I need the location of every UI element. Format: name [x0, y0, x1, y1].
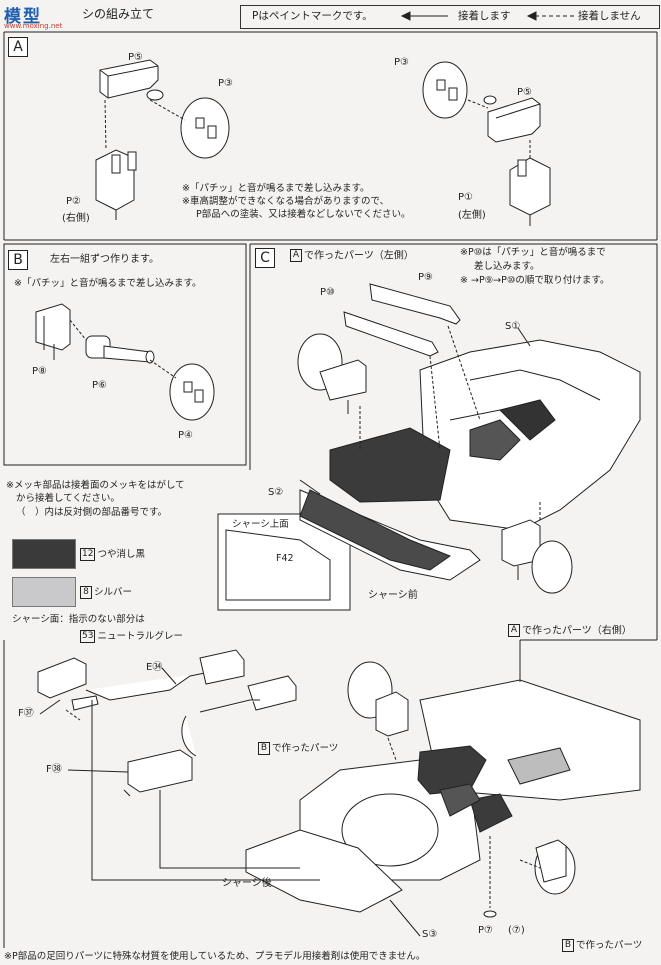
label-p2: P② — [66, 196, 81, 207]
label-s2: S② — [268, 487, 284, 498]
label-e34: E㉞ — [146, 662, 163, 673]
legend-no-glue: 接着しません — [578, 10, 641, 22]
panel-a-note-2: ※車高調整ができなくなる場合がありますので、 — [182, 196, 390, 207]
label-p3-right: P③ — [394, 57, 409, 68]
panel-a-note-1: ※「パチッ」と音が鳴るまで差し込みます。 — [182, 183, 370, 194]
silver-name: シルバー — [94, 587, 133, 598]
paint-note-1: ※メッキ部品は接着面のメッキをはがして — [6, 480, 185, 491]
paint-code-53: 53 — [80, 630, 96, 643]
label-p1: P① — [458, 192, 473, 203]
panel-c-note-3: ※ →P⑨→P⑩の順で取り付けます。 — [460, 275, 609, 287]
panel-b-letter: B — [8, 250, 28, 270]
chassis-paint-note: シャーシ面：指示のない部分は — [12, 614, 145, 625]
swatch-matte-black — [12, 539, 76, 569]
label-chassis-top: シャーシ上面 — [232, 519, 289, 530]
panel-b-note: ※「パチッ」と音が鳴るまで差し込みます。 — [14, 278, 202, 289]
label-p4: P④ — [178, 430, 193, 441]
section-title: シの組み立て — [82, 7, 155, 21]
paint-note-2: から接着してください。 — [16, 493, 120, 504]
matte-black-name: つや消し黒 — [97, 549, 145, 560]
label-s3: S③ — [422, 929, 438, 940]
neutral-gray-name: ニュートラルグレー — [97, 631, 183, 642]
box-a-icon: A — [290, 249, 302, 262]
panel-b-instruction: 左右一組ずつ作ります。 — [50, 254, 159, 265]
label-chassis-rear: シャーシ後 — [222, 878, 272, 889]
box-a-icon-right: A — [508, 624, 520, 637]
legend-glue: 接着します — [458, 10, 511, 22]
label-chassis-front: シャーシ前 — [368, 590, 418, 601]
watermark-text: 模型 — [4, 7, 42, 27]
paint-code-8: 8 — [80, 586, 92, 599]
label-p5-right: P⑤ — [517, 87, 532, 98]
label-p10: P⑩ — [320, 287, 335, 298]
panel-a-note-3: P部品への塗装、又は接着などしないでください。 — [196, 209, 411, 220]
label-p9: P⑨ — [418, 272, 433, 283]
label-right-side: (右側) — [62, 213, 90, 224]
label-f37: F㊲ — [18, 708, 34, 719]
watermark-url: www.moxing.net — [4, 22, 63, 30]
label-p5-left: P⑤ — [128, 52, 143, 63]
panel-c-letter: C — [255, 248, 275, 268]
left-parts-label: で作ったパーツ（左側） — [304, 250, 414, 262]
legend-box — [240, 5, 660, 29]
swatch-silver — [12, 577, 76, 607]
b-parts-bottom-label: で作ったパーツ — [576, 940, 643, 951]
panel-c-note-1: ※P⑩は「パチッ」と音が鳴るまで — [460, 247, 606, 258]
paint-note-3: （ ）内は反対側の部品番号です。 — [16, 507, 168, 518]
box-b-icon-bottom: B — [562, 939, 574, 952]
panel-c-note-3-text: ※ →P⑨→P⑩の順で取り付けます。 — [460, 275, 610, 286]
right-parts-label: で作ったパーツ（右側） — [522, 625, 632, 637]
panel-a-letter: A — [8, 37, 28, 57]
label-f38: F㊳ — [46, 764, 62, 775]
paint-code-12: 12 — [80, 548, 96, 561]
footer-note: ※P部品の足回りパーツに特殊な材質を使用しているため、プラモデル用接着剤は使用で… — [4, 951, 426, 962]
watermark-logo: 模型 www.moxing.net — [2, 2, 74, 34]
label-p8: P⑧ — [32, 366, 47, 377]
label-f42: F42 — [276, 553, 294, 564]
box-b-icon-top: B — [258, 742, 270, 755]
label-s1: S① — [505, 321, 521, 332]
label-p7-paren: (⑦) — [508, 925, 525, 936]
panel-c-note-2: 差し込みます。 — [474, 261, 540, 272]
label-p6: P⑥ — [92, 380, 107, 391]
b-parts-top-label: で作ったパーツ — [272, 743, 339, 754]
label-p7: P⑦ — [478, 925, 493, 936]
label-p3-left: P③ — [218, 78, 233, 89]
label-left-side: (左側) — [458, 210, 486, 221]
legend-paint-mark: Pはペイントマークです。 — [252, 10, 373, 22]
